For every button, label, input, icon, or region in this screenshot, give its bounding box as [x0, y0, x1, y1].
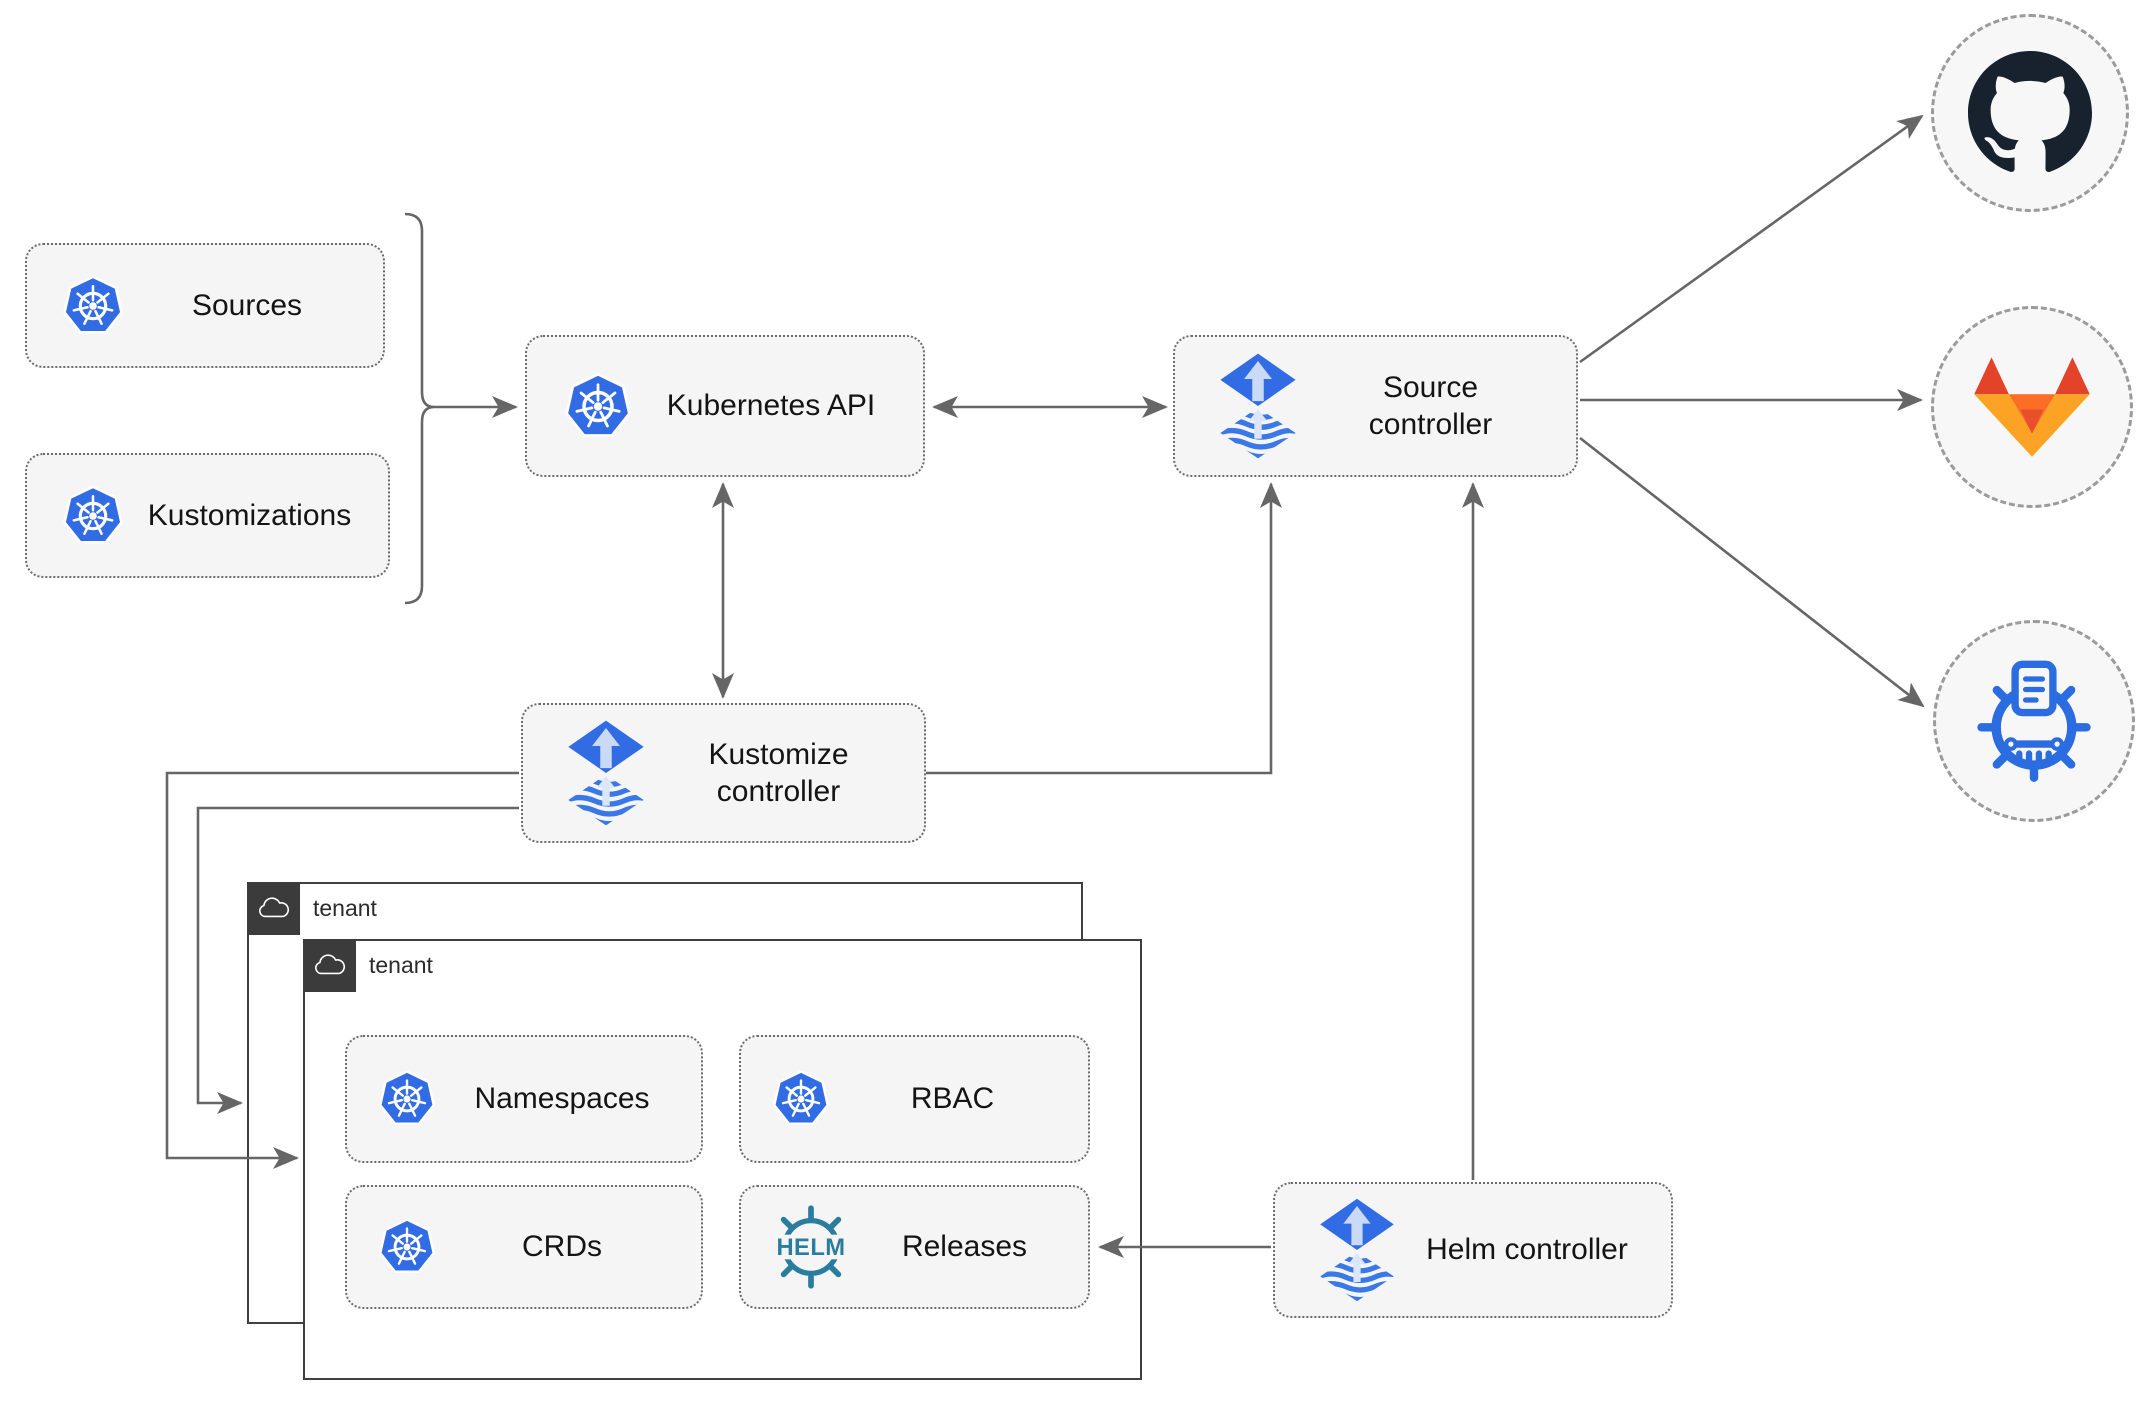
node-rbac-label: RBAC: [910, 1082, 995, 1116]
node-source-controller-label: Source controller: [1368, 370, 1493, 442]
node-releases-label: Releases: [901, 1230, 1028, 1264]
node-kustomize-controller-label: Kustomize controller: [708, 737, 849, 809]
node-namespaces: Namespaces: [345, 1035, 703, 1163]
kubernetes-icon: [377, 1068, 437, 1130]
node-helm-controller: Helm controller: [1273, 1182, 1673, 1318]
node-sources: Sources: [25, 243, 385, 368]
kubernetes-icon: [61, 483, 125, 549]
tenant-back-label: tenant: [313, 895, 377, 921]
endpoint-github: [1931, 14, 2129, 212]
node-crds-label: CRDs: [522, 1230, 602, 1264]
node-kustomizations: Kustomizations: [25, 453, 390, 578]
node-crds: CRDs: [345, 1185, 703, 1309]
arrow-kustomize-source: [926, 482, 1282, 775]
endpoint-gitlab: [1931, 306, 2133, 508]
tenant-back-header: [247, 882, 300, 935]
gitlab-icon: [1974, 355, 2090, 459]
node-kustomizations-label: Kustomizations: [147, 498, 352, 532]
endpoint-helm-repository: [1933, 620, 2135, 822]
kubernetes-icon: [563, 370, 633, 443]
node-releases: Releases: [739, 1185, 1090, 1309]
chartmuseum-icon: [1971, 658, 2097, 784]
tenant-front-header: [303, 939, 356, 992]
flux-icon: [1217, 352, 1299, 460]
helm-icon: [767, 1203, 855, 1291]
kubernetes-icon: [61, 273, 125, 339]
cloud-icon: [313, 953, 347, 978]
node-kustomize-controller: Kustomize controller: [521, 703, 926, 843]
github-icon: [1968, 51, 2092, 175]
flux-icon: [565, 719, 647, 827]
node-kubernetes-api-label: Kubernetes API: [666, 389, 876, 423]
node-namespaces-label: Namespaces: [474, 1082, 650, 1116]
node-helm-controller-label: Helm controller: [1426, 1233, 1628, 1267]
tenant-front-label: tenant: [369, 952, 433, 978]
node-kubernetes-api: Kubernetes API: [525, 335, 925, 477]
cloud-icon: [257, 896, 291, 921]
kubernetes-icon: [377, 1216, 437, 1278]
node-sources-label: Sources: [191, 288, 303, 322]
group-brace: [404, 212, 435, 605]
flux-icon: [1317, 1197, 1397, 1303]
kubernetes-icon: [771, 1068, 831, 1130]
arrow-source-helmrepo: [1579, 436, 1925, 708]
arrow-source-github: [1579, 114, 1924, 364]
node-source-controller: Source controller: [1173, 335, 1578, 477]
node-rbac: RBAC: [739, 1035, 1090, 1163]
